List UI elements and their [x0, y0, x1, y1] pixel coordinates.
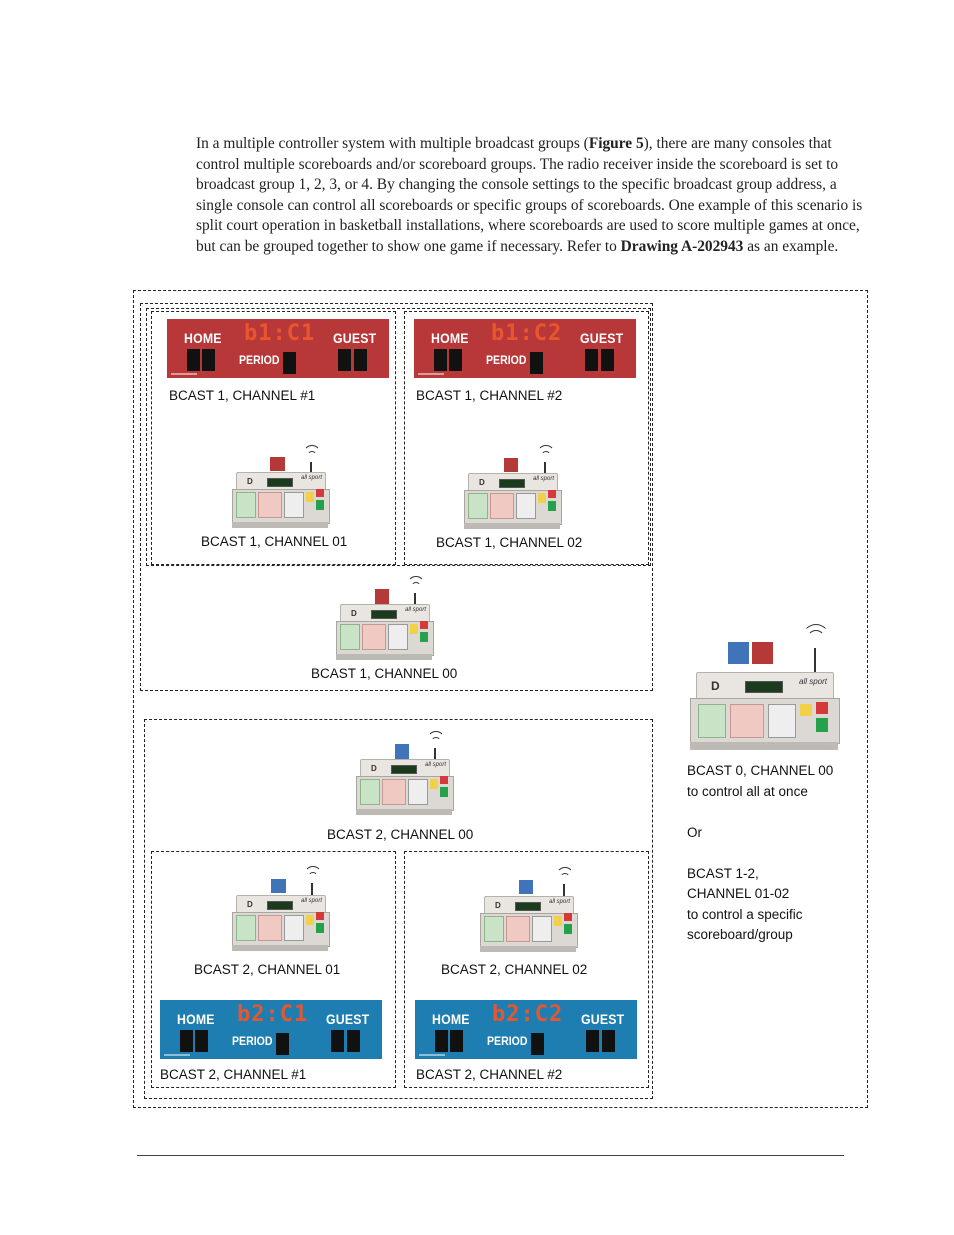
scoreboard-label-b2-c1: BCAST 2, CHANNEL #1 [160, 1067, 306, 1083]
master-line-1: BCAST 0, CHANNEL 00 [687, 761, 862, 782]
red-square-icon [270, 457, 285, 471]
drawing-reference: Drawing A-202943 [621, 238, 744, 255]
blue-square-icon [271, 879, 286, 893]
clock-display: b1:C1 [244, 322, 314, 346]
console-label-b1-ch00: BCAST 1, CHANNEL 00 [311, 666, 457, 682]
blue-square-icon [519, 880, 533, 894]
home-label: HOME [431, 330, 469, 346]
guest-label: GUEST [326, 1011, 369, 1027]
scoreboard-b1-c1: HOME GUEST b1:C1 PERIOD [167, 319, 389, 378]
blue-square-icon [395, 744, 409, 759]
console-label-b2-ch02: BCAST 2, CHANNEL 02 [441, 962, 587, 978]
home-label: HOME [177, 1011, 215, 1027]
figure-reference: Figure 5 [589, 135, 644, 152]
clock-display: b2:C1 [237, 1003, 307, 1027]
home-label: HOME [184, 330, 222, 346]
console-label-b1-ch02: BCAST 1, CHANNEL 02 [436, 535, 582, 551]
scoreboard-b2-c2: HOME GUEST b2:C2 PERIOD [415, 1000, 637, 1059]
guest-label: GUEST [580, 330, 623, 346]
clock-display: b2:C2 [492, 1003, 562, 1027]
red-square-icon [375, 589, 389, 604]
master-line-6: scoreboard/group [687, 925, 862, 946]
console-label-b2-ch00: BCAST 2, CHANNEL 00 [327, 827, 473, 843]
scoreboard-label-b1-c1: BCAST 1, CHANNEL #1 [169, 388, 315, 404]
scoreboard-b1-c2: HOME GUEST b1:C2 PERIOD [414, 319, 636, 378]
master-line-5: to control a specific [687, 905, 862, 926]
master-console-description: BCAST 0, CHANNEL 00 to control all at on… [687, 761, 862, 946]
master-line-4: CHANNEL 01-02 [687, 884, 862, 905]
master-line-2: to control all at once [687, 782, 862, 803]
master-or: Or [687, 823, 862, 844]
intro-paragraph: In a multiple controller system with mul… [196, 134, 866, 257]
footer-rule [137, 1155, 844, 1156]
period-label: PERIOD [232, 1034, 272, 1048]
guest-label: GUEST [581, 1011, 624, 1027]
red-square-icon [752, 642, 773, 664]
para-text-3: as an example. [743, 238, 838, 255]
guest-label: GUEST [333, 330, 376, 346]
console-label-b2-ch01: BCAST 2, CHANNEL 01 [194, 962, 340, 978]
blue-square-icon [728, 642, 749, 664]
clock-display: b1:C2 [491, 322, 561, 346]
home-label: HOME [432, 1011, 470, 1027]
para-text-1: In a multiple controller system with mul… [196, 135, 589, 152]
console-label-b1-ch01: BCAST 1, CHANNEL 01 [201, 534, 347, 550]
scoreboard-label-b2-c2: BCAST 2, CHANNEL #2 [416, 1067, 562, 1083]
scoreboard-b2-c1: HOME GUEST b2:C1 PERIOD [160, 1000, 382, 1059]
master-line-3: BCAST 1-2, [687, 864, 862, 885]
period-label: PERIOD [239, 353, 279, 367]
period-label: PERIOD [487, 1034, 527, 1048]
period-label: PERIOD [486, 353, 526, 367]
scoreboard-label-b1-c2: BCAST 1, CHANNEL #2 [416, 388, 562, 404]
red-square-icon [504, 458, 518, 472]
